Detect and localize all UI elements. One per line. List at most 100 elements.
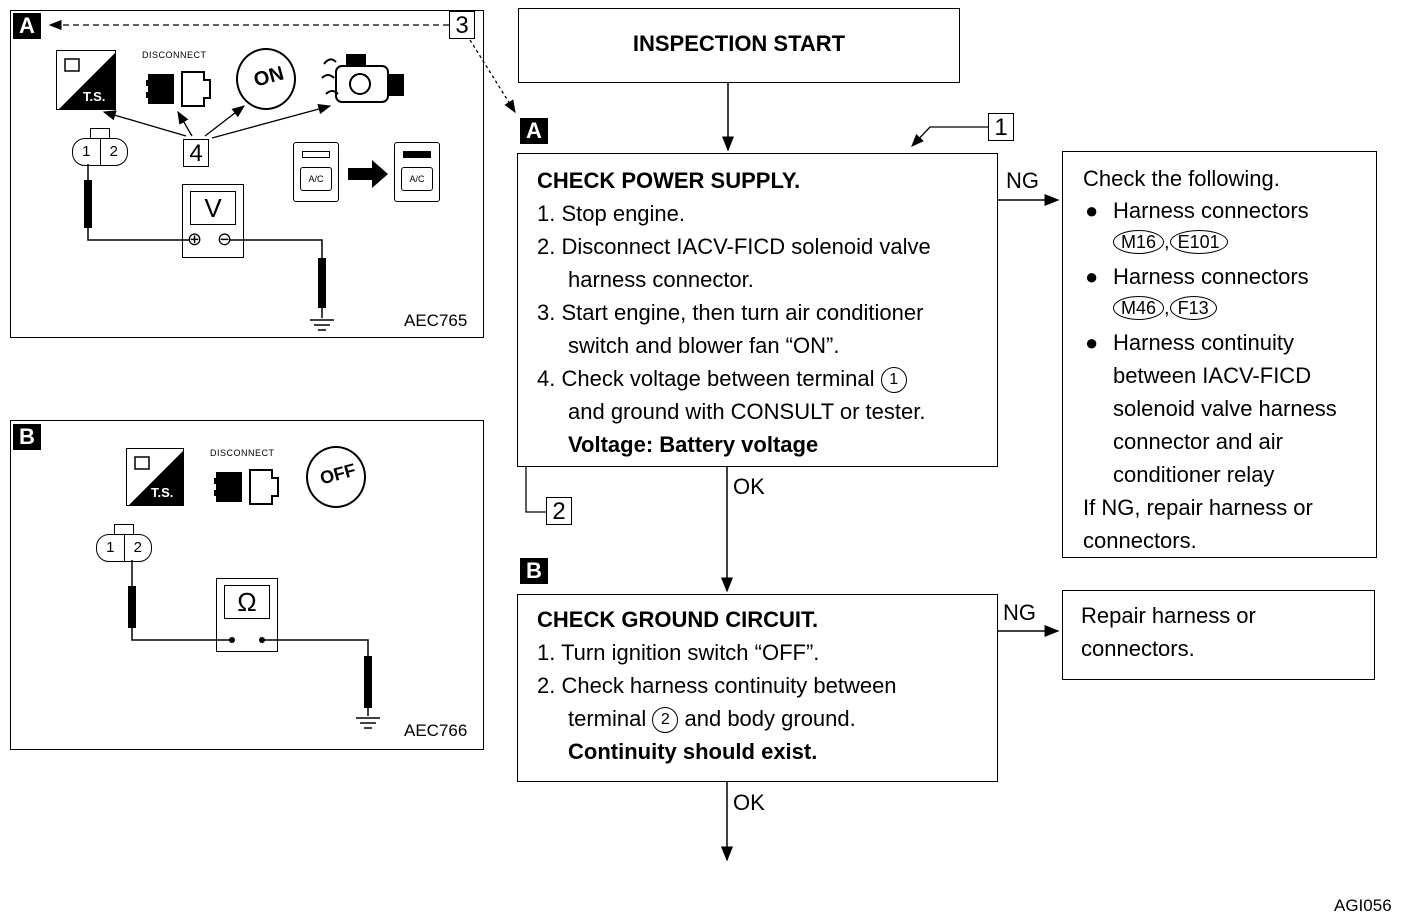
ac-button-label: A/C [300,167,332,191]
panel-b-tag: B [13,424,41,450]
step1-line3: 3. Start engine, then turn air condition… [537,300,924,325]
ng1-bullet3-l3: solenoid valve harness [1113,396,1337,421]
check-ground-circuit-box: CHECK GROUND CIRCUIT. 1. Turn ignition s… [517,594,998,782]
ng1-footer-l2: connectors. [1083,528,1197,553]
key-off-label: OFF [317,459,358,489]
ac-indicator-on [403,151,431,158]
inspection-start-label: INSPECTION START [632,31,846,56]
connector-latch [90,128,110,139]
ts-icon-label: T.S. [151,485,174,500]
ng1-bullet3-l2: between IACV-FICD [1113,363,1312,388]
step2-title: CHECK GROUND CIRCUIT. [537,607,819,632]
ng1-bullet2: Harness connectors [1113,264,1309,289]
ng1-footer-l1: If NG, repair harness or [1083,495,1313,520]
ts-icon-label: T.S. [83,89,106,104]
key-on-label: ON [251,62,287,92]
ng2-line1: Repair harness or [1081,603,1256,628]
disconnect-label: DISCONNECT [210,448,275,458]
disconnect-connector-icon [146,66,212,112]
connector-code: M16 [1113,230,1165,254]
disconnect-label: DISCONNECT [142,50,207,60]
terminal-1-marker: 1 [880,367,907,394]
terminal-1: 1 [97,535,125,561]
check-power-supply-box: CHECK POWER SUPPLY. 1. Stop engine. 2. D… [517,153,998,467]
comma: , [1164,231,1170,253]
voltmeter: V ⊕ ⊖ [182,184,244,258]
ng1-bullet3-l5: conditioner relay [1113,462,1275,487]
connector-codes-1: M16,E101 [1113,230,1228,254]
callout-4: 4 [183,139,209,167]
flow-tag-b: B [520,558,548,584]
step2-spec: Continuity should exist. [568,739,818,764]
inspection-start-box: INSPECTION START [518,8,960,83]
connector-codes-2: M46,F13 [1113,296,1217,320]
connector-code: E101 [1169,230,1228,254]
ng2-line2: connectors. [1081,636,1195,661]
panel-b-code: AEC766 [404,721,468,740]
callout-3: 3 [449,11,475,39]
step1-line1: 1. Stop engine. [537,201,686,226]
panel-a-frame [10,10,484,338]
ts-icon: T.S. [126,448,184,506]
ohmmeter: Ω [216,578,278,652]
ohmmeter-terminal [229,637,235,643]
ok1-label: OK [733,474,765,499]
terminal-1: 1 [73,139,101,165]
step1-line2: 2. Disconnect IACV-FICD solenoid valve [537,234,931,259]
step1-spec: Voltage: Battery voltage [568,432,819,457]
step1-line4b: and ground with CONSULT or tester. [568,399,926,424]
bullet: ● [1085,198,1099,223]
bullet: ● [1085,264,1099,289]
ac-switch-on: A/C [394,142,440,202]
flow-tag-a: A [520,118,548,144]
connector-terminal-pair: 1 2 [96,534,152,562]
ng2-label: NG [1003,600,1036,625]
step1-line4: 4. Check voltage between terminal 1 [537,362,907,395]
terminal-2-marker: 2 [652,707,679,734]
step1-title: CHECK POWER SUPPLY. [537,168,801,193]
callout-2: 2 [546,497,572,525]
ok2-label: OK [733,790,765,815]
check-following-box: Check the following. ● Harness connector… [1062,151,1377,558]
ng1-bullet3-l1: Harness continuity [1113,330,1294,355]
step2-line1: 1. Turn ignition switch “OFF”. [537,640,820,665]
ac-button-label: A/C [401,167,433,191]
voltmeter-display: V [190,191,236,225]
connector-latch [114,524,134,535]
figure-code: AGI056 [1334,896,1392,915]
step2-line2: 2. Check harness continuity between [537,673,897,698]
panel-a-code: AEC765 [404,311,468,330]
connector-code: M46 [1113,296,1165,320]
terminal-2: 2 [133,539,142,556]
ac-switch-off: A/C [293,142,339,202]
step2-line2b: terminal 2 and body ground. [568,702,856,735]
ng1-title: Check the following. [1083,166,1280,191]
engine-running-icon [320,52,406,112]
step1-line3b: switch and blower fan “ON”. [568,333,840,358]
callout-1: 1 [988,113,1014,141]
ng1-bullet3-l4: connector and air [1113,429,1283,454]
step2-line2b-post: and body ground. [684,706,856,731]
ac-indicator-off [302,151,330,158]
terminal-2: 2 [109,143,118,160]
panel-a-tag: A [13,13,41,39]
comma: , [1164,297,1170,319]
bullet: ● [1085,330,1099,355]
ts-icon: T.S. [56,50,116,110]
step2-line2b-pre: terminal [568,706,647,731]
plus-terminal: ⊕ [187,229,203,249]
ignition-key-off-icon: OFF [306,446,366,508]
ng1-label: NG [1006,168,1039,193]
connector-terminal-pair: 1 2 [72,138,128,166]
ohmmeter-display: Ω [224,585,270,619]
repair-harness-box: Repair harness or connectors. [1062,590,1375,680]
disconnect-connector-icon [214,464,280,510]
step1-line4-text: 4. Check voltage between terminal [537,366,875,391]
minus-terminal: ⊖ [217,229,233,249]
ohmmeter-terminal [259,637,265,643]
ignition-key-on-icon: ON [236,48,296,110]
panel-b-frame [10,420,484,750]
ng1-bullet1: Harness connectors [1113,198,1309,223]
step1-line2b: harness connector. [568,267,754,292]
connector-code: F13 [1169,296,1217,320]
